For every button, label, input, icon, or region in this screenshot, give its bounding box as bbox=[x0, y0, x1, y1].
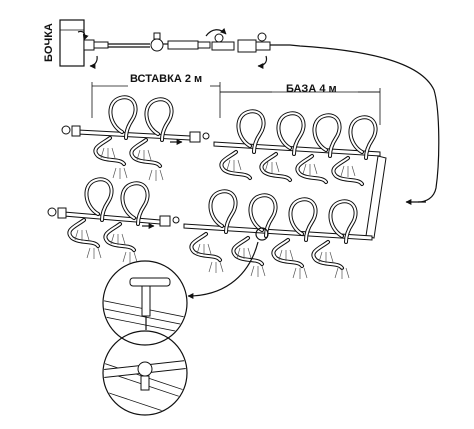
detail-callout-arrow bbox=[187, 241, 259, 299]
detail-connector-closeup bbox=[102, 330, 188, 416]
supply-line bbox=[77, 28, 440, 203]
upper-insert-section bbox=[61, 95, 210, 182]
barrel-label: БОЧКА bbox=[43, 23, 55, 62]
base-dimension bbox=[220, 88, 381, 125]
insert-length-label: ВСТАВКА 2 м bbox=[130, 73, 202, 85]
insert-dimension bbox=[91, 82, 221, 118]
base-length-label: БАЗА 4 м bbox=[286, 83, 337, 95]
lower-base-section bbox=[183, 189, 373, 280]
barrel bbox=[59, 19, 85, 67]
lower-insert-section bbox=[47, 177, 180, 264]
detail-tee-closeup bbox=[102, 260, 188, 346]
upper-base-section bbox=[213, 109, 387, 239]
